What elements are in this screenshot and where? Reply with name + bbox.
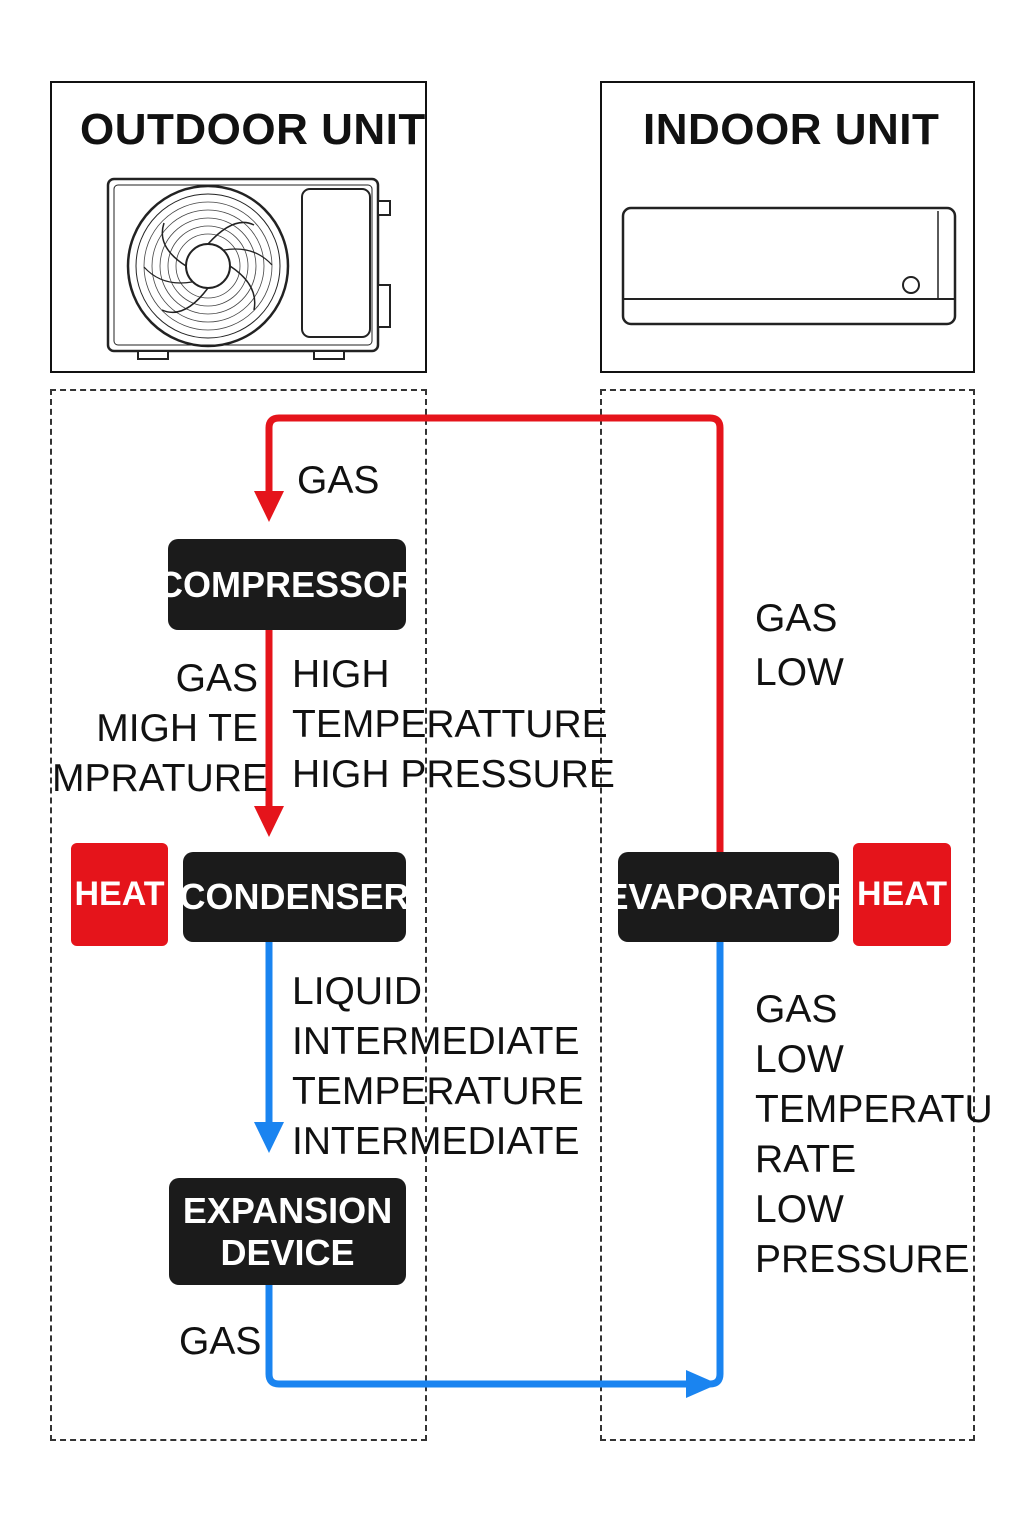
heat-badge-left: HEAT <box>71 843 168 946</box>
outdoor-unit-title: OUTDOOR UNIT <box>80 105 426 154</box>
gas-label-bottom: GAS <box>179 1320 262 1363</box>
arrow-down-icon <box>254 1122 284 1153</box>
label-line: GAS <box>175 657 258 700</box>
label-line: HIGH <box>292 653 390 696</box>
label-line: TEMPERATURE <box>292 1070 584 1113</box>
outdoor-unit-box: OUTDOOR UNIT <box>50 81 427 373</box>
arrow-right-icon <box>686 1370 718 1398</box>
expansion-device-box: EXPANSION DEVICE <box>169 1178 406 1285</box>
label-line: GAS <box>755 988 838 1031</box>
label-line: LOW <box>755 651 844 694</box>
evaporator-bottom-label: GAS LOW TEMPERATU RATE LOW PRESSURE <box>755 985 993 1285</box>
label-line: TEMPERATU <box>755 1088 993 1131</box>
outdoor-dashed-region <box>50 389 427 1441</box>
label-line: MIGH TE <box>96 707 258 750</box>
expansion-device-label-line2: DEVICE <box>220 1231 355 1273</box>
low-pressure-line <box>265 942 724 1388</box>
label-line: TEMPERATTURE <box>292 703 608 746</box>
compressor-box: COMPRESSOR <box>157 539 417 630</box>
label-line: LOW <box>755 1038 844 1081</box>
label-line: INTERMEDIATE <box>292 1120 580 1163</box>
label-line: RATE <box>755 1138 857 1181</box>
label-line: HIGH PRESSURE <box>292 753 615 796</box>
heat-badge-right: HEAT <box>853 843 951 946</box>
label-line: GAS <box>755 597 838 640</box>
arrow-down-icon <box>254 491 284 522</box>
condenser-out-label: LIQUID INTERMEDIATE TEMPERATURE INTERMED… <box>292 967 584 1167</box>
indoor-unit-box: INDOOR UNIT <box>600 81 975 373</box>
label-line: PRESSURE <box>755 1238 970 1281</box>
indoor-unit-title: INDOOR UNIT <box>643 105 940 154</box>
label-line: LOW <box>755 1188 844 1231</box>
indoor-dashed-region <box>600 389 975 1441</box>
gas-label-top: GAS <box>297 459 380 502</box>
condenser-box: CONDENSER <box>179 852 410 942</box>
evaporator-top-label: GAS LOW <box>755 592 844 700</box>
compressor-out-right-label: HIGH TEMPERATTURE HIGH PRESSURE <box>292 650 615 800</box>
expansion-device-label-line1: EXPANSION <box>182 1190 393 1232</box>
hot-gas-return-line <box>265 414 724 855</box>
label-line: LIQUID <box>292 970 423 1013</box>
evaporator-box: EVAPORATOR <box>604 852 853 942</box>
label-line: MPRATURE <box>52 757 268 800</box>
outdoor-unit-icon <box>106 177 391 360</box>
arrow-down-icon <box>254 806 284 837</box>
label-line: INTERMEDIATE <box>292 1020 580 1063</box>
compressor-out-left-label: GAS MIGH TE MPRATURE <box>52 654 268 804</box>
indoor-unit-icon <box>621 206 957 326</box>
